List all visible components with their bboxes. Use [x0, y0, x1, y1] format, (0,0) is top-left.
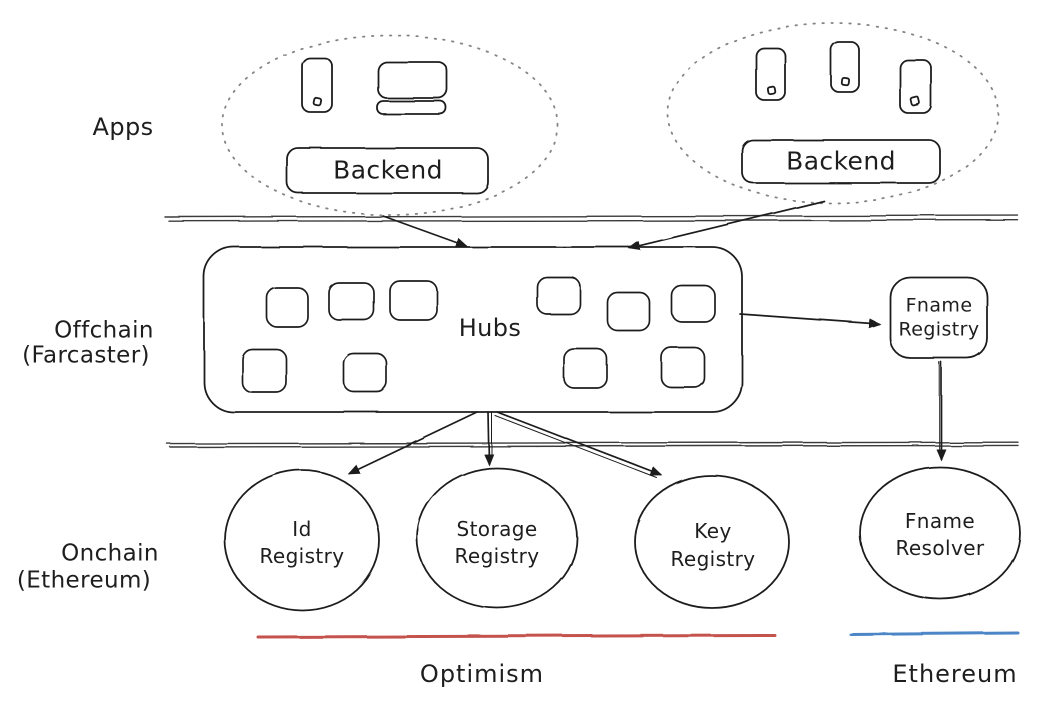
key-registry-label-line2: Registry: [670, 547, 756, 571]
arrow-hubs-to-fname-registry: [739, 313, 881, 329]
offchain-row-label-line1: Offchain: [54, 317, 154, 344]
fname-resolver-label-line2: Resolver: [895, 536, 985, 560]
fname-resolver-label-line1: Fname: [904, 509, 976, 533]
app-cluster-left-boundary: [221, 34, 559, 216]
backend-right-label: Backend: [786, 146, 896, 176]
hub-node: [241, 276, 716, 393]
smartphone-icon: [830, 41, 860, 93]
offchain-row-label-line2: (Farcaster): [22, 342, 150, 369]
arrow-hubs-to-id-registry: [347, 411, 478, 474]
offchain-onchain-separator: [166, 441, 1019, 448]
apps-row-label: Apps: [92, 113, 154, 141]
arrow-right-backend-to-hubs: [628, 200, 825, 251]
id-registry-label-line2: Registry: [259, 544, 345, 568]
onchain-row-label-line2: (Ethereum): [16, 567, 152, 594]
storage-registry-label-line2: Registry: [454, 544, 540, 568]
id-registry-label-line1: Id: [292, 517, 312, 541]
backend-box-left: [286, 147, 489, 194]
apps-offchain-separator: [164, 214, 1019, 222]
id-registry-circle: [224, 469, 380, 611]
app-cluster-right-boundary: [667, 22, 999, 204]
key-registry-circle: [634, 475, 790, 609]
arrow-left-backend-to-hubs: [382, 215, 468, 248]
fname-resolver-circle: [859, 466, 1021, 600]
key-registry-label-line1: Key: [694, 519, 732, 543]
storage-registry-circle: [416, 467, 578, 609]
ethereum-chain-label: Ethereum: [892, 660, 1018, 688]
fname-registry-label-line1: Fname: [905, 294, 973, 317]
smartphone-icon: [899, 59, 932, 114]
hubs-label: Hubs: [458, 314, 522, 342]
desktop-icon: [376, 61, 448, 115]
fname-registry-box: [889, 276, 988, 359]
smartphone-icon: [301, 57, 333, 113]
backend-left-label: Backend: [333, 155, 443, 185]
arrow-hubs-to-storage-registry: [483, 411, 494, 466]
arrow-hubs-to-key-registry-sketch: [494, 415, 658, 479]
fname-registry-label-line2: Registry: [898, 318, 980, 341]
backend-box-right: [741, 139, 941, 184]
smartphone-icon: [755, 47, 786, 101]
arrow-hubs-to-key-registry: [496, 411, 663, 477]
onchain-row-label-line1: Onchain: [61, 540, 159, 567]
storage-registry-label-line1: Storage: [456, 517, 538, 541]
optimism-chain-line: [256, 634, 777, 639]
ethereum-chain-line: [849, 631, 1020, 636]
optimism-chain-label: Optimism: [419, 660, 545, 688]
hubs-box: [203, 246, 743, 413]
